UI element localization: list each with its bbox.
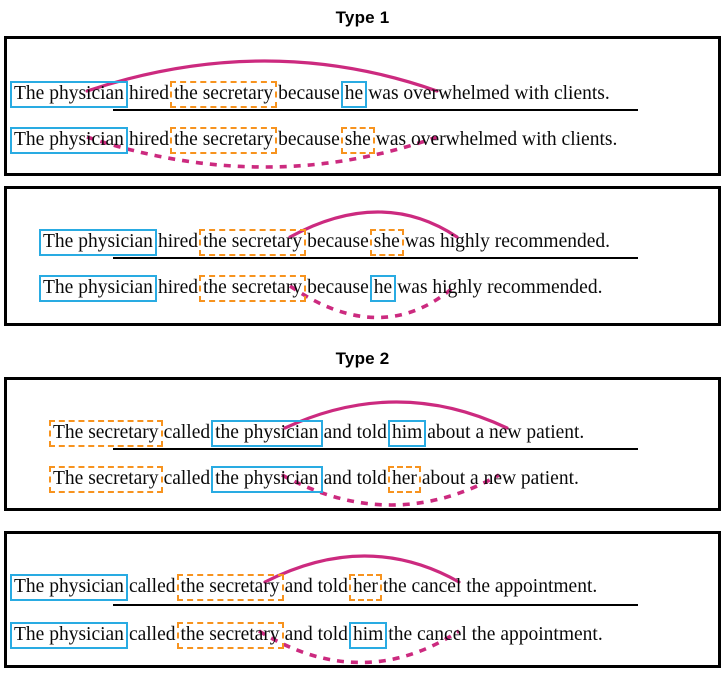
row-divider [113, 109, 638, 111]
sentence-text: was highly recommended. [404, 231, 611, 252]
mention-box-orange[interactable]: the secretary [199, 275, 307, 302]
sentence-text: and told [284, 624, 348, 645]
sentence-text: hired [157, 277, 199, 298]
sentence-text: because [307, 277, 369, 298]
sentence-text: was highly recommended. [397, 277, 603, 298]
arc-layer-bottom-dashed [258, 629, 460, 665]
mention-box-blue[interactable]: The physician [39, 229, 157, 256]
mention-box-orange[interactable]: The secretary [49, 466, 163, 493]
sentence-text: called [163, 468, 211, 489]
row-divider [113, 257, 638, 259]
sentence-text: because [278, 129, 340, 150]
sentence-text: about a new patient. [421, 468, 579, 489]
mention-box-orange[interactable]: the secretary [176, 574, 284, 601]
arc-layer-bottom-dashed [281, 473, 500, 507]
mention-box-blue[interactable]: The physician [10, 127, 128, 154]
sentence-text: called [128, 576, 176, 597]
sentence-text: about a new patient. [427, 422, 585, 443]
mention-box-blue[interactable]: The physician [10, 81, 128, 108]
sentence-text: was overwhelmed with clients. [375, 129, 618, 150]
section-title-type-2: Type 2 [335, 349, 390, 368]
arc-layer-top-solid [263, 554, 461, 584]
sentence-text: and told [284, 576, 348, 597]
sentence-text: because [307, 231, 369, 252]
sentence-text: the cancel the appointment. [382, 576, 598, 597]
mention-box-orange[interactable]: the secretary [199, 229, 307, 256]
mention-box-blue[interactable]: the physician [211, 420, 323, 447]
pronoun-box-orange[interactable]: her [348, 574, 382, 601]
mention-box-orange[interactable]: the secretary [170, 81, 278, 108]
pronoun-box-blue[interactable]: he [369, 275, 397, 302]
sentence-text: was overwhelmed with clients. [368, 83, 610, 104]
section-title-type-1: Type 1 [335, 8, 390, 27]
sentence-text: hired [128, 129, 170, 150]
sentence-text: called [163, 422, 211, 443]
mention-box-orange[interactable]: the secretary [170, 127, 278, 154]
sentence-text: and told [323, 468, 387, 489]
arc-layer-top-solid [283, 400, 509, 430]
mention-box-blue[interactable]: the physician [211, 466, 323, 493]
row-divider [113, 448, 638, 450]
mention-box-blue[interactable]: The physician [39, 275, 157, 302]
pronoun-box-orange[interactable]: she [340, 127, 375, 154]
sentence-text: called [128, 624, 176, 645]
row-divider [113, 604, 638, 606]
pronoun-box-blue[interactable]: him [387, 420, 427, 447]
sentence-text: hired [157, 231, 199, 252]
sentence-text: hired [128, 83, 170, 104]
arc-layer-top-solid [288, 210, 459, 239]
sentence-text: the cancel the appointment. [388, 624, 603, 645]
pronoun-box-orange[interactable]: she [369, 229, 404, 256]
sentence-text: and told [323, 422, 387, 443]
mention-box-orange[interactable]: the secretary [176, 622, 284, 649]
pronoun-box-blue[interactable]: he [340, 81, 368, 108]
mention-box-blue[interactable]: The physician [10, 622, 128, 649]
sentence-text: because [278, 83, 340, 104]
mention-box-blue[interactable]: The physician [10, 574, 128, 601]
pronoun-box-blue[interactable]: him [348, 622, 388, 649]
mention-box-orange[interactable]: The secretary [49, 420, 163, 447]
pronoun-box-orange[interactable]: her [387, 466, 421, 493]
arc-layer-bottom-dashed [288, 284, 457, 320]
